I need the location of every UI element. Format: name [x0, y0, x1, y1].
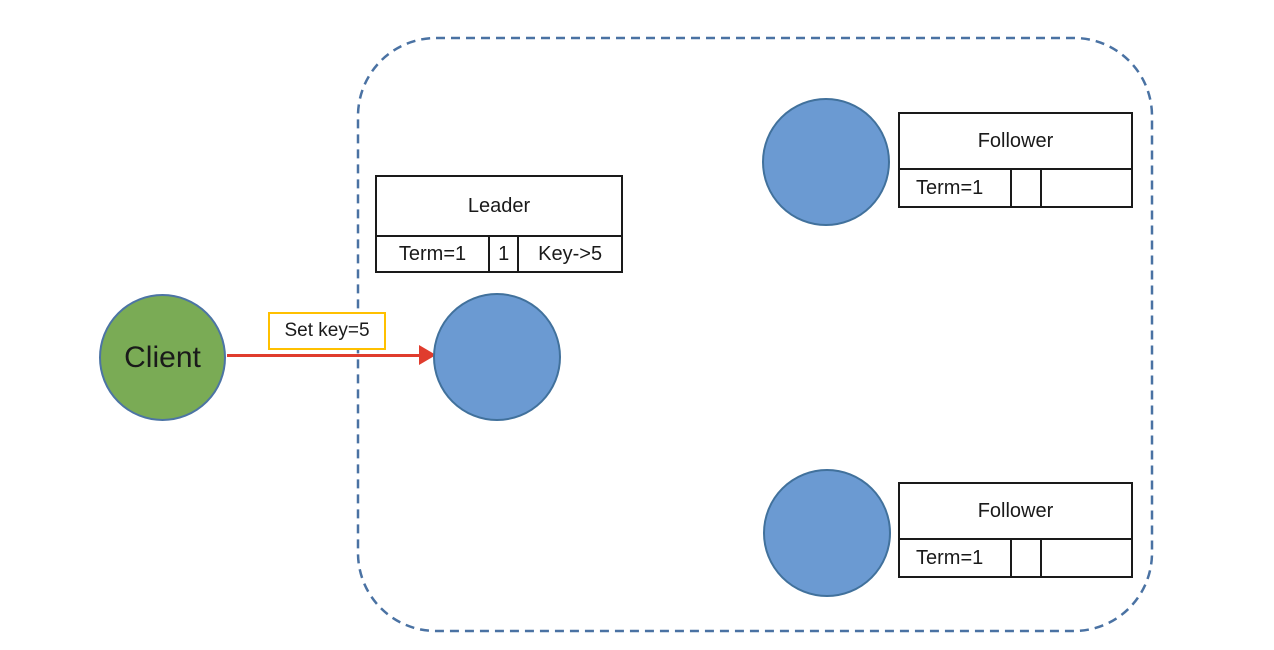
- follower-node-top: [762, 98, 890, 226]
- leader-node: [433, 293, 561, 421]
- leader-table-row: Term=1 1 Key->5: [377, 237, 621, 271]
- leader-table-title: Leader: [377, 177, 621, 237]
- follower-top-log-entry-cell: [1039, 170, 1131, 206]
- follower-top-table-row: Term=1: [900, 170, 1131, 206]
- leader-log-entry-cell: Key->5: [517, 237, 621, 271]
- follower-bottom-log-index-cell: [1009, 540, 1040, 576]
- follower-top-log-index-cell: [1009, 170, 1040, 206]
- follower-bottom-table-title: Follower: [900, 484, 1131, 540]
- request-message-text: Set key=5: [284, 320, 370, 341]
- leader-term-cell: Term=1: [398, 242, 467, 265]
- follower-bottom-table-row: Term=1: [900, 540, 1131, 576]
- follower-bottom-term-cell: Term=1: [916, 546, 984, 569]
- client-node: Client: [99, 294, 226, 421]
- leader-log-index-cell: 1: [488, 237, 517, 271]
- request-message-label: Set key=5: [268, 312, 386, 350]
- follower-top-term-cell: Term=1: [916, 176, 984, 199]
- request-arrow-line: [227, 354, 420, 357]
- follower-top-state-table: Follower Term=1: [898, 112, 1133, 208]
- follower-bottom-state-table: Follower Term=1: [898, 482, 1133, 578]
- follower-top-table-title: Follower: [900, 114, 1131, 170]
- request-arrow-head-icon: [419, 345, 436, 365]
- leader-state-table: Leader Term=1 1 Key->5: [375, 175, 623, 273]
- follower-node-bottom: [763, 469, 891, 597]
- client-label: Client: [124, 340, 201, 374]
- follower-bottom-log-entry-cell: [1039, 540, 1131, 576]
